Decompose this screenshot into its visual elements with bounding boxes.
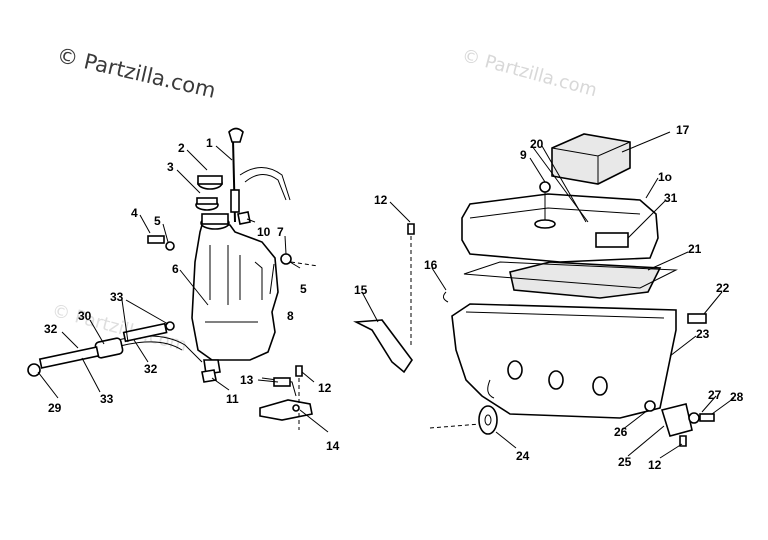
callout-32b: 32: [144, 362, 158, 376]
callout-5b: 5: [300, 282, 307, 296]
callout-10: 10: [257, 225, 271, 239]
callout-1o: 1o: [658, 170, 672, 184]
callout-20: 20: [530, 137, 544, 151]
airbox-base-23: [451, 303, 677, 419]
callout-15: 15: [354, 283, 368, 297]
cap-9-part: [534, 181, 556, 229]
callout-25: 25: [618, 455, 632, 469]
bracket-14-part: [259, 399, 313, 421]
airbox-cover-1o: [461, 193, 659, 263]
callout-28: 28: [730, 390, 744, 404]
callout-33a: 33: [110, 290, 124, 304]
vent-hose-part: [239, 167, 291, 201]
callout-30: 30: [78, 309, 92, 323]
callout-22: 22: [716, 281, 730, 295]
callout-16: 16: [424, 258, 438, 272]
callout-31: 31: [664, 191, 678, 205]
callout-7: 7: [277, 225, 284, 239]
callout-33b: 33: [100, 392, 114, 406]
callout-5a: 5: [154, 214, 161, 228]
callout-12-right: 12: [374, 193, 388, 207]
cap-gasket-part: [195, 197, 219, 211]
callout-24: 24: [516, 449, 530, 463]
callout-12-bottom: 12: [648, 458, 662, 472]
callout-21: 21: [688, 242, 702, 256]
screw-12-right-part: [407, 223, 687, 447]
screw-4-part: [147, 235, 175, 251]
callout-3: 3: [167, 160, 174, 174]
callout-labels: 1 2 3 4 5 6 7 10 5 8 11 13 12 14 29 32 3…: [44, 123, 744, 472]
callout-26: 26: [614, 425, 628, 439]
callout-2: 2: [178, 141, 185, 155]
washer-26-part: [644, 400, 656, 412]
callout-6: 6: [172, 262, 179, 276]
clip-16-part: [442, 291, 449, 303]
callout-17: 17: [676, 123, 690, 137]
filler-neck: [200, 213, 230, 230]
callout-4: 4: [131, 206, 138, 220]
callout-27: 27: [708, 388, 722, 402]
fitting-10-part: [237, 211, 251, 225]
callout-9: 9: [520, 148, 527, 162]
oil-line-32-part: [38, 321, 175, 369]
bracket-25-part: [660, 403, 693, 437]
callout-8: 8: [287, 309, 294, 323]
leader-lines: [37, 131, 735, 459]
callout-1: 1: [206, 136, 213, 150]
callout-12-left: 12: [318, 381, 332, 395]
screw-12-left-part: [295, 365, 303, 430]
callout-32a: 32: [44, 322, 58, 336]
grommet-7-part: [280, 253, 319, 267]
clamp-29-part: [27, 363, 41, 377]
callout-14: 14: [326, 439, 340, 453]
filter-element-17: [551, 133, 631, 185]
grommet-24-part: [429, 405, 498, 435]
dipstick-part: [228, 127, 244, 223]
screw-27-28-part: [688, 412, 715, 424]
callout-23: 23: [696, 327, 710, 341]
callout-29: 29: [48, 401, 62, 415]
callout-13: 13: [240, 373, 254, 387]
callout-11: 11: [226, 392, 239, 406]
bracket-15-part: [353, 319, 413, 374]
gasket-sheet: [463, 261, 678, 289]
foam-filter-21: [509, 261, 662, 299]
outlet-fitting-11-part: [201, 359, 221, 383]
tank-cap-part: [197, 175, 223, 190]
fitting-22-part: [687, 313, 707, 324]
oil-tank: [191, 224, 279, 361]
